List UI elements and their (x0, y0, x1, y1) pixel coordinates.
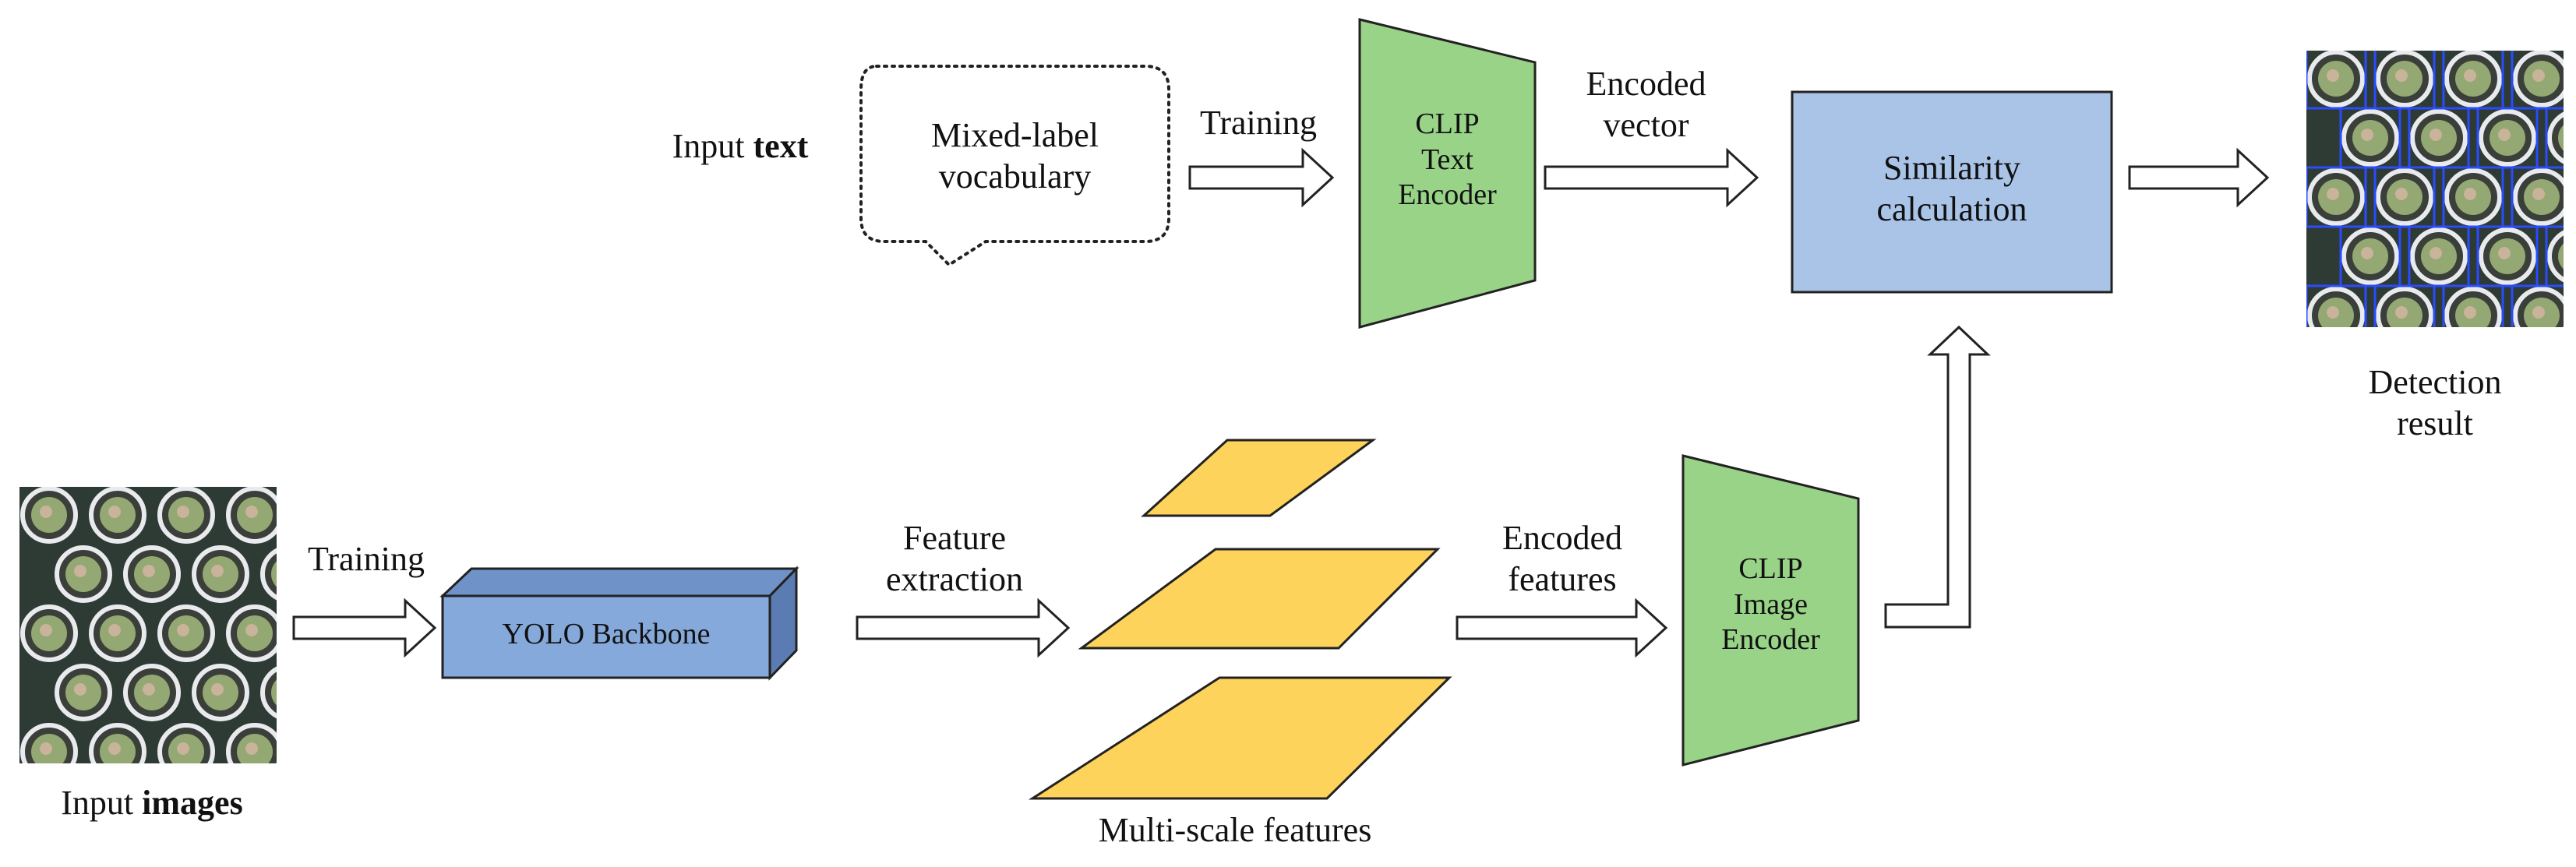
training-top-label: Training (1169, 103, 1348, 144)
arrow-training-top (1188, 147, 1335, 208)
vocabulary-line2: vocabulary (938, 157, 1092, 196)
input-text-prefix: Input (672, 127, 753, 165)
vocabulary-label: Mixed-label vocabulary (869, 115, 1161, 198)
image-encoder-line2: Image (1734, 587, 1808, 621)
detection-result-label: Detection result (2326, 362, 2544, 445)
text-encoder-line1: CLIP (1415, 107, 1480, 140)
training-top-text: Training (1200, 104, 1317, 142)
arrow-encoded-vector (1544, 147, 1759, 208)
arrow-training-bottom (292, 597, 437, 658)
vocabulary-line1: Mixed-label (930, 116, 1099, 154)
input-text-bold: text (753, 127, 809, 165)
detection-result-photo (2306, 51, 2564, 327)
training-bottom-label: Training (277, 539, 456, 580)
encoded-features-line2: features (1508, 559, 1617, 598)
encoded-vector-label: Encoded vector (1551, 64, 1741, 146)
arrow-to-similarity (1884, 325, 1991, 629)
similarity-box (1791, 90, 2113, 294)
arrow-feature-extraction (856, 597, 1071, 658)
encoded-vector-line1: Encoded (1586, 65, 1706, 103)
similarity-line2: calculation (1876, 189, 2027, 228)
arrow-encoded-features (1456, 597, 1668, 658)
input-images-label: Input images (12, 783, 292, 824)
arrow-to-detection (2128, 147, 2270, 208)
clip-image-encoder (1681, 454, 1860, 767)
vocabulary-bubble (859, 65, 1170, 267)
multi-scale-features-caption: Multi-scale features (1032, 810, 1438, 851)
feature-map-medium (1078, 548, 1441, 650)
input-images-prefix: Input (61, 784, 143, 822)
backbone-label: YOLO Backbone (443, 617, 770, 653)
input-text-label: Input text (623, 126, 857, 167)
feature-extraction-label: Feature extraction (849, 518, 1060, 601)
similarity-line1: Similarity (1883, 149, 2020, 187)
detection-line1: Detection (2368, 363, 2502, 401)
multi-scale-features (1028, 439, 1452, 800)
feature-map-small (1141, 439, 1377, 517)
feature-extraction-line2: extraction (886, 559, 1023, 598)
image-encoder-line1: CLIP (1738, 552, 1803, 585)
encoded-vector-line2: vector (1603, 105, 1689, 144)
training-bottom-text: Training (308, 540, 425, 578)
encoded-features-label: Encoded features (1461, 518, 1664, 601)
similarity-label: Similarity calculation (1792, 148, 2112, 231)
encoded-features-line1: Encoded (1502, 519, 1622, 557)
multi-scale-features-text: Multi-scale features (1098, 811, 1372, 849)
text-encoder-line2: Text (1421, 143, 1473, 176)
feature-extraction-line1: Feature (903, 519, 1006, 557)
image-encoder-label: CLIP Image Encoder (1683, 552, 1858, 658)
backbone-text: YOLO Backbone (502, 618, 711, 650)
yolo-backbone (439, 566, 799, 681)
clip-text-encoder (1358, 18, 1537, 329)
input-images-photo (19, 487, 277, 763)
feature-map-large (1028, 676, 1452, 800)
detection-line2: result (2397, 404, 2473, 442)
input-images-bold: images (142, 784, 243, 822)
text-encoder-line3: Encoder (1398, 178, 1497, 212)
text-encoder-label: CLIP Text Encoder (1360, 107, 1535, 213)
image-encoder-line3: Encoder (1721, 623, 1820, 657)
